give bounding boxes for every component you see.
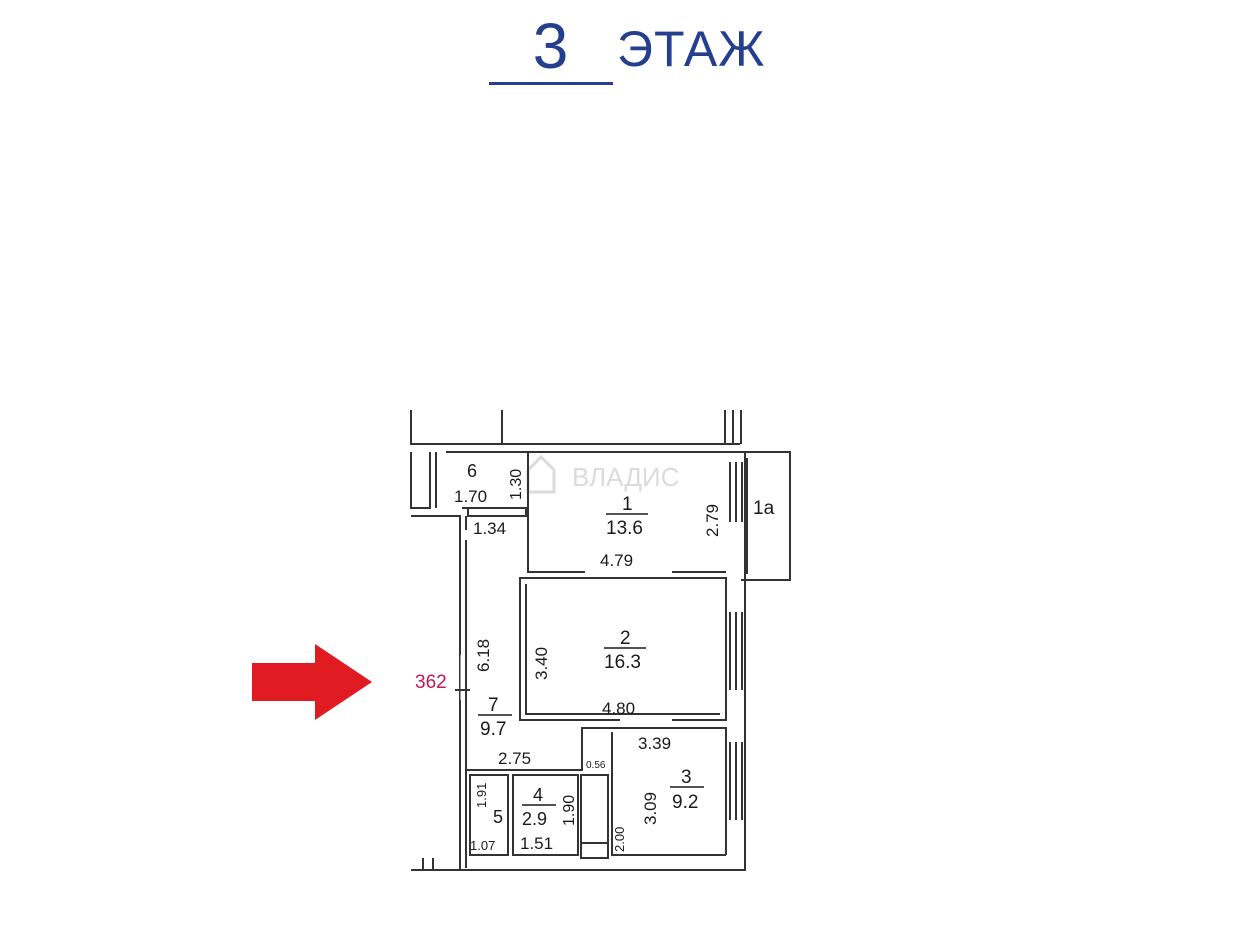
room-7: 1.34 6.18 7 9.7 2.75 [473, 519, 531, 768]
room-4-area: 2.9 [522, 809, 547, 829]
room-3-width: 3.39 [638, 734, 671, 753]
room-7-bottom-width: 2.75 [498, 749, 531, 768]
room-1-area: 13.6 [606, 518, 643, 539]
room-1-width: 4.79 [600, 551, 633, 570]
room-3-area: 9.2 [672, 792, 698, 813]
room-3: 3.39 3 9.2 3.09 [638, 734, 704, 825]
room-3-depth: 3.09 [641, 792, 660, 825]
room-5-width: 1.07 [470, 838, 495, 853]
room-6-depth: 1.30 [508, 469, 525, 500]
watermark-text: ВЛАДИС [572, 462, 679, 492]
room-5: 1.91 5 1.07 [470, 783, 503, 853]
room-2-number: 2 [620, 628, 631, 649]
room-4: 4 2.9 1.51 1.90 [520, 785, 578, 853]
entrance-arrow-icon [252, 644, 372, 720]
room-2: 3.40 2 16.3 4.80 [532, 628, 646, 718]
closet-width: 0.56 [586, 760, 606, 771]
room-7-length: 6.18 [474, 639, 493, 672]
room-1a-number: 1а [753, 498, 775, 519]
room-4-number: 4 [533, 785, 543, 805]
closet: 0.56 2.00 [586, 760, 627, 852]
room-2-area: 16.3 [604, 652, 641, 673]
room-3-number: 3 [681, 767, 692, 788]
floor-title: 3 ЭТАЖ [0, 10, 1254, 85]
room-1-number: 1 [622, 494, 633, 515]
room-5-depth: 1.91 [474, 783, 489, 808]
room-5-number: 5 [493, 807, 503, 827]
room-6: 6 1.70 1.30 [454, 461, 525, 506]
room-2-width: 4.80 [602, 699, 635, 718]
watermark: ВЛАДИС [526, 454, 679, 494]
room-6-width: 1.70 [454, 487, 487, 506]
floor-word: ЭТАЖ [617, 21, 766, 77]
watermark-logo-icon [526, 454, 556, 494]
room-7-top-width: 1.34 [473, 519, 506, 538]
room-1-depth: 2.79 [703, 504, 722, 537]
floor-number: 3 [488, 10, 613, 85]
entrance-label: 362 [415, 672, 447, 693]
room-4-width: 1.51 [520, 834, 553, 853]
room-7-number: 7 [488, 695, 499, 716]
closet-depth: 2.00 [612, 827, 627, 852]
room-6-number: 6 [467, 461, 477, 481]
room-1: 1 13.6 4.79 2.79 [600, 494, 722, 570]
room-7-area: 9.7 [480, 719, 506, 740]
room-4-depth: 1.90 [561, 795, 578, 826]
room-2-depth: 3.40 [532, 647, 551, 680]
walls [410, 410, 791, 871]
